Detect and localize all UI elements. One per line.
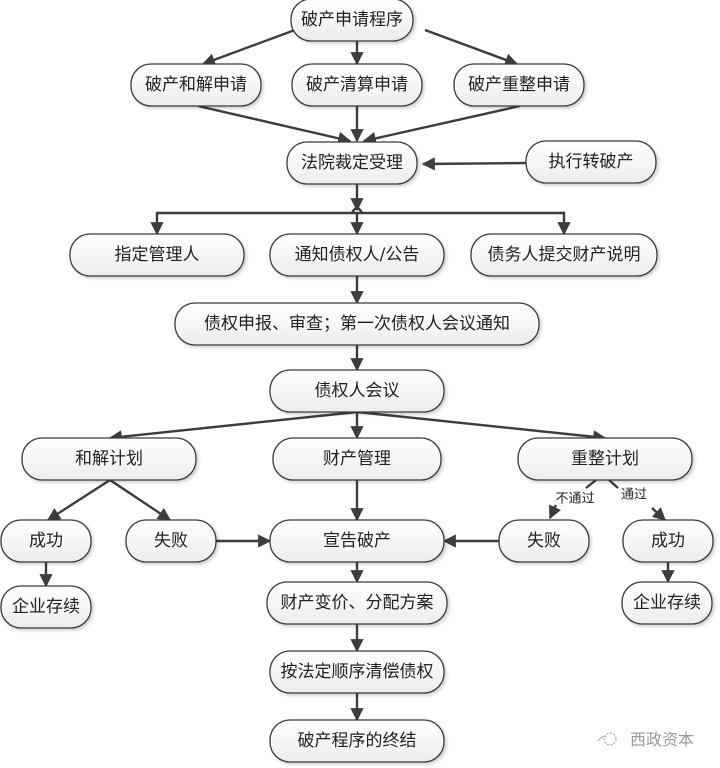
node-label: 失败 xyxy=(154,531,188,551)
node-box xyxy=(269,519,445,563)
node-box xyxy=(290,0,414,42)
edge-reorg-apply-to-court xyxy=(362,104,521,145)
edge-reconcile-plan-to-fail xyxy=(109,479,172,521)
watermark: 西政资本 xyxy=(596,726,694,750)
node-box xyxy=(269,650,445,694)
node-label: 成功 xyxy=(29,531,63,551)
node-property-mgmt: 财产管理 xyxy=(272,437,442,481)
node-box xyxy=(125,519,217,563)
node-reconcile-continue: 企业存续 xyxy=(0,585,92,629)
node-box xyxy=(269,233,445,277)
node-box xyxy=(269,719,445,763)
edge-jump-hump xyxy=(350,206,364,214)
node-label: 指定管理人 xyxy=(115,245,200,265)
node-box xyxy=(21,437,197,481)
node-terminate: 破产程序的终结 xyxy=(269,719,445,763)
edge-labels-layer: 不通过 通过 xyxy=(555,488,647,507)
node-label: 执行转破产 xyxy=(549,152,634,172)
wechat-icon xyxy=(597,732,617,746)
watermark-text: 西政资本 xyxy=(630,730,695,749)
edge-reorg-plan-to-fail xyxy=(548,504,561,520)
node-liquidation-plan: 财产变价、分配方案 xyxy=(266,581,448,625)
node-reconcile-fail: 失败 xyxy=(125,519,217,563)
node-label: 破产重整申请 xyxy=(468,75,570,95)
node-box xyxy=(498,519,590,563)
node-label: 通知债权人/公告 xyxy=(295,245,420,265)
node-label: 破产申请程序 xyxy=(301,10,403,30)
edge-apply-to-reconcile-apply xyxy=(201,28,296,67)
edge-reconcile-apply-to-court xyxy=(197,104,352,145)
node-apply: 破产申请程序 xyxy=(290,0,414,42)
node-reconcile-apply: 破产和解申请 xyxy=(130,63,262,107)
node-box xyxy=(525,140,657,184)
node-box xyxy=(0,519,92,563)
node-box xyxy=(622,519,714,563)
node-label: 企业存续 xyxy=(12,597,80,617)
node-label: 财产管理 xyxy=(323,449,391,469)
edge-apply-to-reorg-apply xyxy=(424,28,519,67)
edge-reorg-plan-to-success xyxy=(651,507,666,521)
node-reorg-continue: 企业存续 xyxy=(621,581,713,625)
node-label: 和解计划 xyxy=(75,449,143,469)
edge-reorg-plan-to-success xyxy=(608,479,619,489)
node-box xyxy=(0,585,92,629)
node-label: 成功 xyxy=(651,531,685,551)
edge-split-to-debtor xyxy=(357,211,571,236)
node-reorg-apply: 破产重整申请 xyxy=(453,63,585,107)
node-creditors-meeting: 债权人会议 xyxy=(269,369,445,413)
node-box xyxy=(266,581,448,625)
edges-layer xyxy=(39,28,675,722)
edge-exec-to-court xyxy=(421,157,527,171)
node-label: 破产清算申请 xyxy=(306,75,408,95)
node-reorg-success: 成功 xyxy=(622,519,714,563)
node-label: 重整计划 xyxy=(571,449,639,469)
node-label: 破产程序的终结 xyxy=(298,731,417,751)
node-label: 债权申报、审查；第一次债权人会议通知 xyxy=(204,314,510,334)
node-box xyxy=(470,233,658,277)
node-reconcile-plan: 和解计划 xyxy=(21,437,197,481)
node-box xyxy=(269,369,445,413)
node-reconcile-success: 成功 xyxy=(0,519,92,563)
node-debtor-submit: 债务人提交财产说明 xyxy=(470,233,658,277)
edge-meeting-to-reconcile-plan xyxy=(108,410,358,444)
node-label: 按法定顺序清偿债权 xyxy=(281,662,434,682)
node-box xyxy=(174,302,540,346)
edge-reconcile-plan-to-success xyxy=(46,478,111,522)
node-box xyxy=(130,63,262,107)
node-declare-bankrupt: 宣告破产 xyxy=(269,519,445,563)
node-box xyxy=(69,233,245,277)
node-label: 债务人提交财产说明 xyxy=(488,245,641,265)
node-label: 破产和解申请 xyxy=(145,75,247,95)
node-label: 企业存续 xyxy=(633,593,701,613)
edge-label-passed: 通过 xyxy=(621,488,647,503)
node-exec-to-bankrupt: 执行转破产 xyxy=(525,140,657,184)
node-label: 法院裁定受理 xyxy=(301,153,403,173)
node-label: 宣告破产 xyxy=(323,531,391,551)
node-liquidate-apply: 破产清算申请 xyxy=(291,63,423,107)
node-box xyxy=(272,437,442,481)
node-appoint-admin: 指定管理人 xyxy=(69,233,245,277)
node-label: 财产变价、分配方案 xyxy=(281,593,434,613)
node-reorg-fail: 失败 xyxy=(498,519,590,563)
node-box xyxy=(291,63,423,107)
edge-reorg-plan-to-fail xyxy=(585,479,597,489)
node-notify-creditors: 通知债权人/公告 xyxy=(269,233,445,277)
node-claims-review: 债权申报、审查；第一次债权人会议通知 xyxy=(174,302,540,346)
node-label: 债权人会议 xyxy=(315,381,400,401)
edge-label-not-passed: 不通过 xyxy=(555,492,594,507)
node-court-accept: 法院裁定受理 xyxy=(286,141,418,185)
node-reorg-plan: 重整计划 xyxy=(517,437,693,481)
edge-split-to-admin xyxy=(150,211,357,236)
node-box xyxy=(453,63,585,107)
node-pay-claims: 按法定顺序清偿债权 xyxy=(269,650,445,694)
node-box xyxy=(517,437,693,481)
node-box xyxy=(621,581,713,625)
edge-meeting-to-reorg-plan xyxy=(356,410,607,444)
node-box xyxy=(286,141,418,185)
node-label: 失败 xyxy=(527,531,561,551)
